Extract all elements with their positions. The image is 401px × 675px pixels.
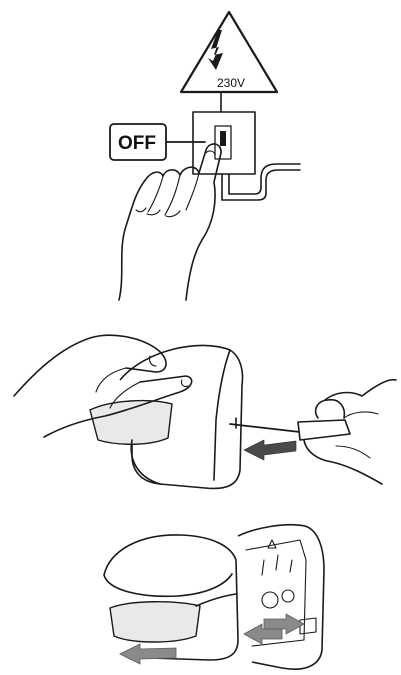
- step-3-open-housing: [104, 525, 324, 669]
- off-label: OFF: [118, 133, 156, 154]
- screwdriver-icon: [230, 420, 350, 440]
- step-2-release-cover: [14, 335, 396, 488]
- opened-cover: [238, 525, 324, 669]
- wall-switch-icon: [193, 112, 300, 200]
- step-1-power-off: 230V OFF: [110, 12, 300, 300]
- arrow-left-icon: [244, 440, 296, 460]
- sensor-body: [104, 535, 238, 660]
- off-callout: OFF: [110, 124, 205, 160]
- high-voltage-warning-icon: 230V: [181, 12, 277, 112]
- voltage-label: 230V: [217, 76, 245, 90]
